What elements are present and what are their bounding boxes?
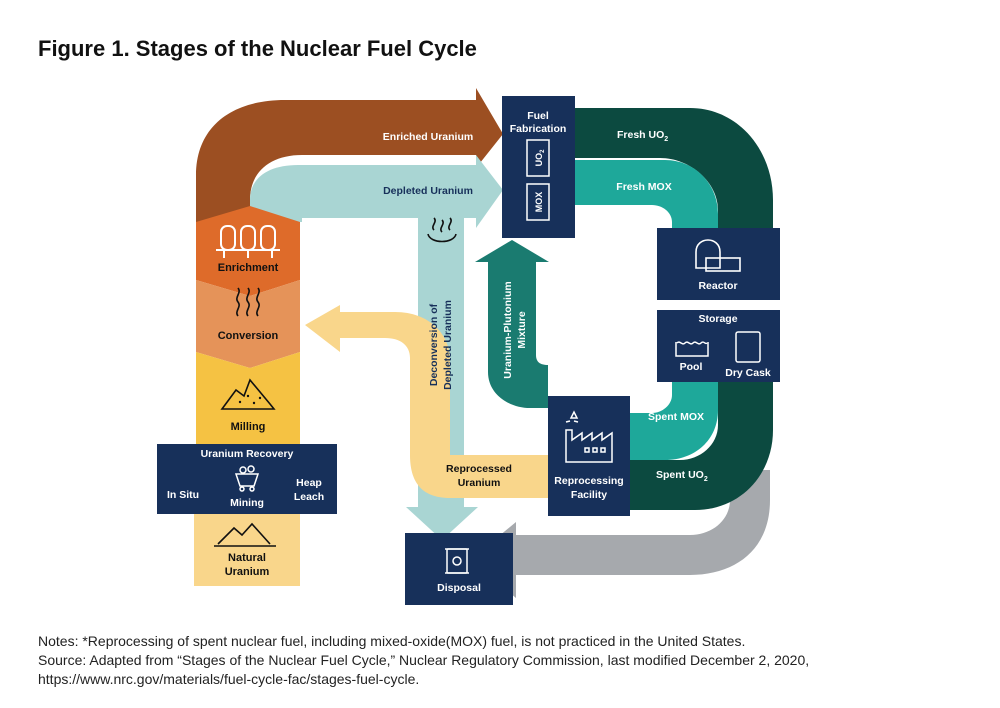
storage-label: Storage <box>698 313 737 325</box>
uranium-plutonium-flow <box>475 240 549 448</box>
uranium-plutonium-label-1: Uranium-Plutonium <box>502 281 514 378</box>
fresh-uo2-label: Fresh UO2 <box>617 129 668 143</box>
pool-icon <box>675 341 709 357</box>
source-line: Source: Adapted from “Stages of the Nucl… <box>38 652 810 668</box>
spent-uo2-label: Spent UO2 <box>656 469 708 483</box>
waste-drum-icon <box>445 548 469 574</box>
deconversion-icon <box>427 217 457 243</box>
reactor-icon <box>695 239 741 272</box>
depleted-uranium-label: Depleted Uranium <box>383 185 473 197</box>
natural-uranium-stage <box>194 514 300 586</box>
figure-notes: Notes: *Reprocessing of spent nuclear fu… <box>38 632 978 689</box>
milling-stage <box>196 352 300 444</box>
heap-label: Heap <box>296 477 322 489</box>
uranium-plutonium-label-2: Mixture <box>516 311 528 349</box>
reprocessed-label-1: Reprocessed <box>446 463 512 475</box>
notes-line: Notes: *Reprocessing of spent nuclear fu… <box>38 633 746 649</box>
fuel-fabrication-box <box>502 96 575 238</box>
fabrication-label: Fabrication <box>510 123 567 135</box>
source-url: https://www.nrc.gov/materials/fuel-cycle… <box>38 671 420 687</box>
reprocessing-box <box>548 396 630 516</box>
heat-waves-icon <box>236 287 260 317</box>
enriched-uranium-label: Enriched Uranium <box>383 131 473 143</box>
dry-cask-icon <box>735 331 761 363</box>
reactor-label: Reactor <box>698 280 737 292</box>
reprocessed-label-2: Uranium <box>458 477 501 489</box>
fresh-uo2-flow <box>575 108 773 228</box>
conversion-stage <box>196 280 300 368</box>
mining-cart-icon <box>234 465 260 492</box>
enriched-uranium-flow <box>196 88 503 222</box>
in-situ-label: In Situ <box>167 489 199 501</box>
fuel-label: Fuel <box>527 110 549 122</box>
spent-uo2-return-flow <box>470 470 770 598</box>
deconversion-label-1: Deconversion of <box>428 303 440 386</box>
disposal-label: Disposal <box>437 582 481 594</box>
conversion-label: Conversion <box>218 330 279 342</box>
natural-label: Natural <box>228 552 266 564</box>
ore-pile-icon <box>220 378 276 410</box>
mox-label: MOX <box>534 192 544 213</box>
uranium-recovery-label: Uranium Recovery <box>201 448 294 460</box>
reprocessed-uranium-flow <box>305 305 548 498</box>
spent-mox-label: Spent MOX <box>648 411 704 423</box>
reprocessing-label: Reprocessing <box>554 475 623 487</box>
mining-label: Mining <box>230 497 264 509</box>
spent-mox-flow <box>630 380 718 460</box>
enrichment-label: Enrichment <box>218 262 279 274</box>
centrifuge-icon <box>216 225 280 258</box>
dry-cask-label: Dry Cask <box>725 367 771 379</box>
facility-label: Facility <box>571 489 607 501</box>
disposal-box <box>405 533 513 605</box>
fresh-mox-flow <box>575 160 718 228</box>
uranium-recovery-box <box>157 444 337 514</box>
deconversion-label-2: Depleted Uranium <box>442 300 454 390</box>
milling-label: Milling <box>231 421 266 433</box>
leach-label: Leach <box>294 491 324 503</box>
spent-uo2-flow <box>630 380 773 510</box>
mountains-icon <box>217 522 271 545</box>
uo2-label: UO2 <box>534 149 546 167</box>
mox-fuel-rod-icon <box>526 183 550 221</box>
uo2-fuel-rod-icon <box>526 139 550 177</box>
fresh-mox-label: Fresh MOX <box>616 181 671 193</box>
reactor-box <box>657 228 780 300</box>
figure-title: Figure 1. Stages of the Nuclear Fuel Cyc… <box>38 36 477 61</box>
uranium-label: Uranium <box>225 566 270 578</box>
factory-icon <box>565 410 613 463</box>
pool-label: Pool <box>680 361 703 373</box>
